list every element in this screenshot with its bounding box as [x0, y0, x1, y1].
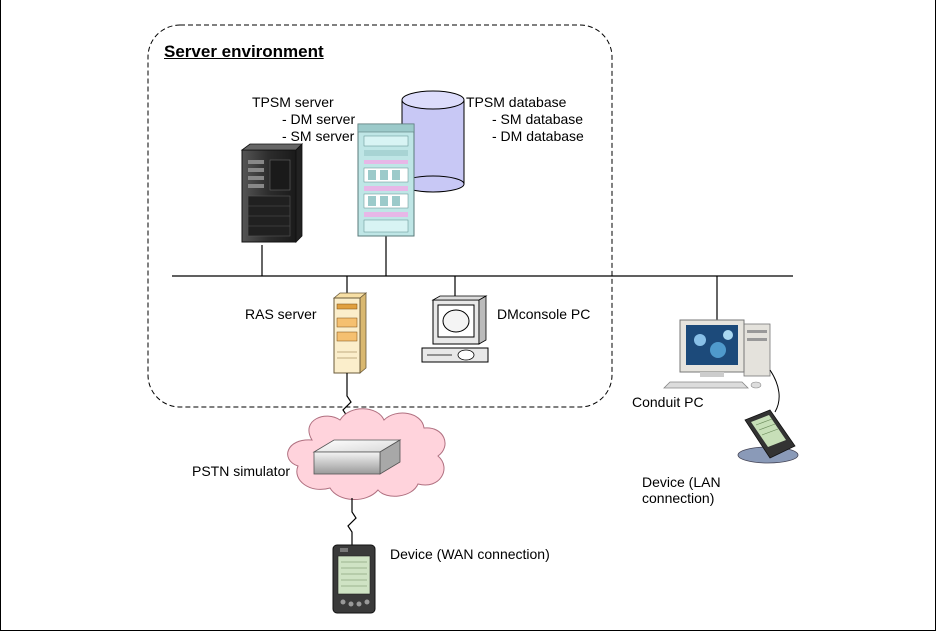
pda-device-icon [737, 409, 799, 464]
pstn-serial-link [347, 498, 357, 548]
rack-server-icon [357, 123, 415, 237]
device-lan-label-line2: connection) [642, 490, 715, 506]
ras-server-label: RAS server [245, 306, 317, 322]
device-wan-label: Device (WAN connection) [390, 546, 550, 562]
ras-server-icon [332, 292, 368, 374]
console-pc-icon [421, 295, 489, 363]
tower-server-icon [240, 143, 303, 243]
tpsm-database-sub-sm: - SM database [492, 111, 584, 127]
conduit-pc-label: Conduit PC [632, 394, 704, 410]
tpsm-server-sub-sm: - SM server [282, 128, 355, 144]
tpsm-database-sub-dm: - DM database [492, 128, 584, 144]
pstn-simulator-label: PSTN simulator [192, 463, 291, 479]
tpsm-server-label: TPSM server [252, 94, 334, 110]
pstn-box-icon [312, 439, 402, 475]
tpsm-database-label: TPSM database [466, 94, 567, 110]
device-lan-label-line1: Device (LAN [642, 474, 721, 490]
dmconsole-pc-label: DMconsole PC [497, 306, 591, 322]
tpsm-server-sub-dm: - DM server [282, 111, 356, 127]
server-environment-title: Server environment [164, 42, 324, 61]
desktop-pc-icon [663, 319, 780, 413]
server-environment-boundary [147, 24, 613, 408]
pda-device-icon [332, 544, 376, 614]
